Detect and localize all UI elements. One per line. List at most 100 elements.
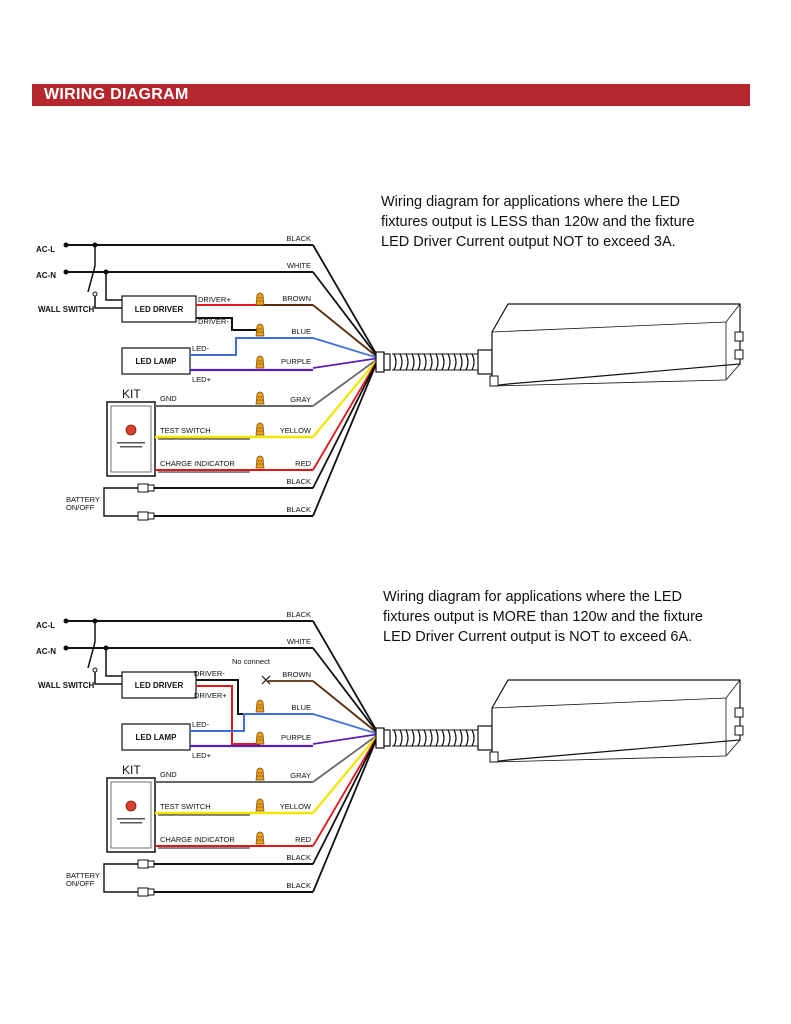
wire-color-label: BLUE (291, 703, 311, 712)
wire-color-label: YELLOW (280, 802, 312, 811)
neutral-to-driver-wire (105, 648, 116, 677)
wire-nut-icon (255, 455, 265, 469)
housing-slot (734, 331, 744, 342)
switch-contact (92, 667, 98, 673)
harness-wire (312, 271, 377, 356)
wire-color-label: BLACK (286, 610, 311, 619)
battery-label: BATTERY (66, 871, 100, 880)
kit-panel-text-mark (120, 822, 142, 824)
wiring-diagram-2: BLACKWHITEBROWNBLUEPURPLEGRAYYELLOWREDBL… (36, 610, 744, 897)
charge-indicator-label: CHARGE INDICATOR (160, 459, 235, 468)
harness-wire (312, 735, 377, 783)
housing-edge (725, 739, 741, 757)
wire-color-label: WHITE (287, 261, 311, 270)
housing-edge (725, 303, 741, 323)
ac-neutral-terminal (63, 645, 69, 651)
wire-nut-icon (255, 699, 265, 713)
wire-nut-icon (255, 355, 265, 369)
page-title: WIRING DIAGRAM (44, 86, 189, 103)
charge-indicator-label: CHARGE INDICATOR (160, 835, 235, 844)
caption-line: fixtures output is LESS than 120w and th… (381, 214, 695, 230)
wire-color-label: RED (295, 835, 311, 844)
led-lamp-box (121, 723, 191, 751)
harness-wire (312, 364, 377, 517)
harness-wire (312, 359, 377, 407)
battery-loop-wire (103, 487, 138, 517)
led-plus-label: LED+ (192, 751, 212, 760)
led-lamp-label: LED LAMP (136, 357, 178, 366)
led-driver-label: LED DRIVER (135, 305, 184, 314)
battery-loop-wire (103, 863, 138, 893)
wall-switch-label: WALL SWITCH (38, 681, 95, 690)
driver-top-label: DRIVER- (194, 669, 225, 678)
kit-panel-inner (110, 405, 152, 473)
no-connect-icon (261, 675, 271, 685)
ac-line-terminal (63, 618, 69, 624)
led-driver-box (121, 671, 197, 699)
caption-diagram-1: Wiring diagram for applications where th… (381, 192, 751, 252)
ac-line-terminal (63, 242, 69, 248)
battery-connector-icon (147, 888, 155, 896)
wire-nut-icon (255, 798, 265, 812)
led-minus-label: LED- (192, 720, 210, 729)
caption-diagram-2: Wiring diagram for applications where th… (383, 587, 753, 647)
emergency-driver-housing (491, 303, 741, 387)
housing-foot (489, 375, 499, 387)
housing-fitting (477, 725, 493, 751)
emergency-driver-housing (491, 679, 741, 763)
flex-conduit (393, 729, 475, 747)
header-banner: WIRING DIAGRAM (32, 84, 750, 106)
wire-color-label: BROWN (282, 294, 311, 303)
harness-wire (312, 357, 377, 369)
kit-panel-text-mark (120, 446, 142, 448)
housing-foot (489, 751, 499, 763)
battery-label: ON/OFF (66, 879, 95, 888)
harness-wire (312, 362, 377, 471)
led-lamp-box (121, 347, 191, 375)
neutral-to-driver-wire (105, 272, 116, 301)
harness-wire (312, 647, 377, 732)
wire-color-label: BLACK (286, 505, 311, 514)
ac-neutral-terminal (63, 269, 69, 275)
battery-connector-icon (137, 511, 149, 521)
switch-contact (92, 291, 98, 297)
no-connect-label: No connect (232, 657, 271, 666)
harness-wire (312, 713, 377, 735)
switch-to-driver-wire (94, 672, 116, 685)
housing-edge (491, 321, 727, 333)
lamp-negative-wire (190, 713, 313, 732)
driver-negative-wire (196, 317, 260, 331)
kit-panel (106, 777, 156, 853)
harness-wire (312, 733, 377, 745)
caption-line: Wiring diagram for applications where th… (383, 589, 682, 605)
caption-line: Wiring diagram for applications where th… (381, 194, 680, 210)
wall-switch-label: WALL SWITCH (38, 305, 95, 314)
harness-wire (312, 337, 377, 359)
harness-wire (312, 360, 377, 438)
housing-slot (734, 725, 744, 736)
led-driver-box (121, 295, 197, 323)
harness-wire (312, 740, 377, 893)
caption-line: LED Driver Current output is NOT to exce… (383, 629, 693, 645)
harness-wire (312, 244, 377, 355)
wire-nut-icon (255, 731, 265, 745)
wire-nut-icon (255, 323, 265, 337)
gnd-label: GND (160, 770, 177, 779)
housing-edge (491, 697, 727, 709)
wiring-diagram-1: BLACKWHITEBROWNBLUEPURPLEGRAYYELLOWREDBL… (36, 234, 744, 521)
wire-nut-icon (255, 391, 265, 405)
wire-color-label: RED (295, 459, 311, 468)
kit-panel-text-mark (117, 818, 145, 820)
switch-blade (87, 641, 96, 669)
kit-label: KIT (122, 763, 141, 777)
ac-line-label: AC-L (36, 621, 55, 630)
switch-blade (87, 265, 96, 293)
battery-label: BATTERY (66, 495, 100, 504)
wire-color-label: BLUE (291, 327, 311, 336)
battery-connector-icon (137, 859, 149, 869)
housing-edge (491, 379, 727, 387)
driver-top-label: DRIVER+ (198, 295, 231, 304)
wire-color-label: BROWN (282, 670, 311, 679)
harness-connector (383, 353, 391, 371)
wire-nut-icon (255, 422, 265, 436)
